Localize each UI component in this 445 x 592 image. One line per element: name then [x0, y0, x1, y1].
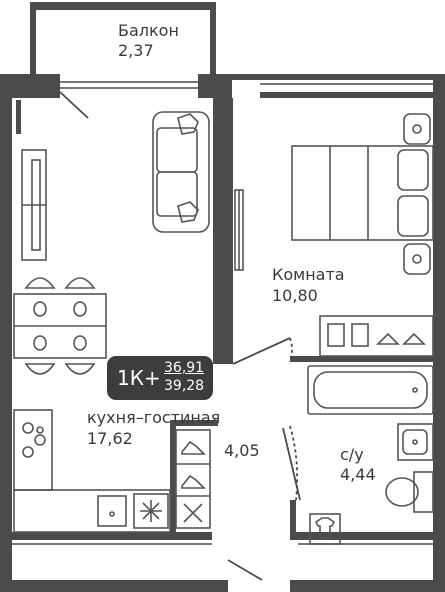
- bed-icon: [291, 113, 434, 275]
- balcony-area: 2,37: [118, 41, 154, 60]
- kitchen-sink-icon: [97, 495, 127, 527]
- apartment-type-badge: 1К+ 36,91 39,28: [107, 356, 213, 400]
- doors: [59, 91, 301, 581]
- wardrobe-icon: [319, 315, 434, 357]
- sofa-icon: [152, 111, 210, 233]
- bathtub-icon: [307, 365, 434, 415]
- bedroom-name: Комната: [272, 265, 345, 284]
- windows: [12, 81, 433, 545]
- radiator-icon: [16, 100, 21, 134]
- hall-area: 4,05: [224, 441, 260, 460]
- living-area: 36,91: [164, 360, 205, 376]
- sink-icon: [397, 423, 434, 461]
- apartment-type: 1К+: [117, 366, 161, 390]
- kitchen-living-name: кухня–гостиная: [87, 408, 221, 427]
- washing-machine-icon: [309, 513, 341, 545]
- bedroom-area: 10,80: [272, 286, 318, 305]
- tv-icon: [234, 189, 244, 271]
- total-area: 39,28: [164, 378, 205, 394]
- tv-icon: [21, 149, 47, 261]
- balcony-name: Балкон: [118, 21, 179, 40]
- fridge-icon: [133, 493, 169, 529]
- toilet-icon: [385, 471, 434, 513]
- stove-icon: [13, 409, 53, 491]
- kitchen-counter: [13, 489, 171, 533]
- bathroom-area: 4,44: [340, 465, 376, 484]
- kitchen-living-area: 17,62: [87, 429, 133, 448]
- shoe-rack-icon: [175, 429, 211, 529]
- bathroom-name: с/у: [340, 445, 364, 464]
- dining-table-icon: [13, 277, 107, 375]
